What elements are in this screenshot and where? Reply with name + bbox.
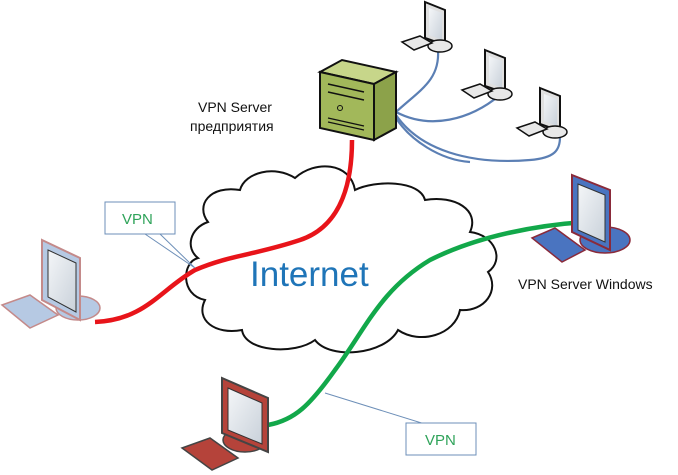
remote-client-left [0,238,101,329]
server-label-line2: предприятия [190,118,274,134]
vpn-callout-left-text: VPN [122,211,153,228]
lan-cable-4 [395,117,471,164]
internet-cloud [185,165,498,354]
cloud-label: Internet [250,255,369,294]
vpn-server-tower [317,58,399,142]
server-label-line1: VPN Server [198,99,272,115]
lan-cable-1 [395,45,443,113]
keyboard-bottom [180,437,240,471]
vpn-callout-left: VPN [104,201,196,269]
keyboard-right [530,227,587,263]
lan-cables [395,45,562,164]
vpn-server-windows [530,173,631,263]
lan-cable-3 [395,114,562,162]
remote-client-bottom [180,376,269,471]
vpn-tunnel-server [94,139,355,325]
lan-workstation-2 [460,48,513,101]
vpn-callout-bottom: VPN [324,392,477,456]
keyboard-left [0,294,60,329]
vpn-callout-bottom-text: VPN [425,432,456,449]
lan-cable-2 [395,94,501,123]
windows-server-label: VPN Server Windows [518,276,653,292]
lan-workstation-3 [515,86,568,139]
vpn-tunnel-windows [267,219,586,428]
lan-workstation-1 [400,0,453,53]
